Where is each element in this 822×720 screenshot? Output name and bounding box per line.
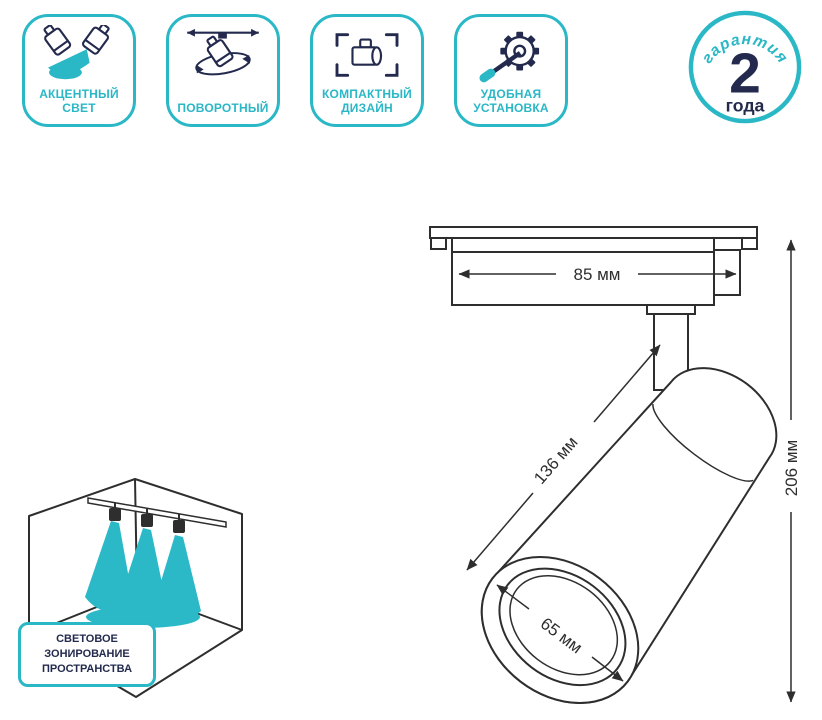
dim-body-length: 136 мм: [530, 433, 581, 488]
feature-label: УДОБНАЯ УСТАНОВКА: [473, 86, 549, 115]
track-spotlights: [109, 503, 185, 533]
lens-inner: [509, 575, 619, 676]
light-pool: [49, 65, 82, 80]
dimension-lines: [458, 239, 796, 703]
warranty-badge: гарантия 2 года: [688, 10, 802, 124]
warranty-unit: года: [726, 95, 765, 115]
warranty-circle: [688, 10, 802, 124]
spotlight: [351, 38, 383, 66]
dim-total-height: 206 мм: [782, 440, 801, 496]
feature-badge-rotatable: ПОВОРОТНЫЙ: [166, 14, 280, 127]
easy-install-icon: [479, 31, 540, 83]
technical-drawing: 85 мм 206 мм 136 мм 65 мм: [429, 226, 801, 704]
feature-label: АКЦЕНТНЫЙ СВЕТ: [39, 86, 119, 115]
track-clip-left: [430, 237, 447, 250]
zoning-label: СВЕТОВОЕ ЗОНИРОВАНИЕ ПРОСТРАНСТВА: [18, 622, 156, 687]
screwdriver-icon: [479, 51, 522, 83]
feature-label: КОМПАКТНЫЙ ДИЗАЙН: [322, 86, 412, 115]
feature-badge-compact: КОМПАКТНЫЙ ДИЗАЙН: [310, 14, 424, 127]
feature-badge-install: УДОБНАЯ УСТАНОВКА: [454, 14, 568, 127]
gear-icon: [500, 31, 540, 71]
warranty-years: 2: [729, 42, 761, 106]
lamp-body: [480, 367, 778, 704]
accent-light-icon: [39, 25, 115, 80]
track-adapter: [429, 226, 758, 391]
compact-design-icon: [335, 33, 399, 77]
rotatable-icon: [187, 28, 259, 76]
feature-badge-accent-light: АКЦЕНТНЫЙ СВЕТ: [22, 14, 136, 127]
feature-label: ПОВОРОТНЫЙ: [177, 100, 269, 115]
track-clip-right: [741, 237, 758, 250]
dim-track-width: 85 мм: [573, 265, 620, 284]
frame-brackets: [335, 33, 399, 77]
